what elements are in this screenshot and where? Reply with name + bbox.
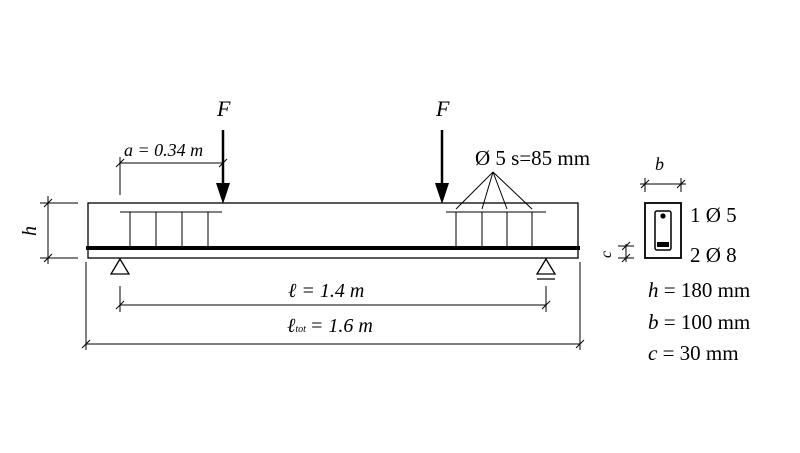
stirrup-label: Ø 5 s=85 mm — [475, 146, 590, 170]
dim-b-label: b — [655, 154, 664, 174]
pin-support-left — [109, 257, 131, 275]
dim-h-line — [40, 196, 78, 264]
load-label-left: F — [216, 96, 231, 121]
bottom-bars-label: 2 Ø 8 — [690, 243, 737, 267]
dim-total-symbol: ℓ — [287, 315, 296, 337]
b-value-label: b = 100 mm — [648, 310, 750, 334]
dim-c-label: c — [598, 251, 615, 258]
top-bar — [660, 213, 666, 219]
dim-total-line — [81, 262, 585, 350]
load-arrow-left — [216, 130, 230, 204]
bottom-rebar — [86, 246, 580, 250]
dim-c-line — [618, 241, 634, 263]
b-value-text: = 100 mm — [659, 310, 751, 334]
c-value-text: = 30 mm — [657, 341, 738, 365]
cross-section — [644, 202, 682, 259]
dim-b-line — [640, 178, 686, 192]
stirrup-leaders — [455, 171, 533, 210]
load-arrow-right — [435, 130, 449, 204]
dim-h-label: h — [19, 226, 41, 236]
bottom-bars — [657, 242, 669, 247]
dim-total-sub: tot — [295, 324, 306, 335]
dim-span-line — [115, 286, 551, 312]
beam-outline — [87, 202, 579, 259]
dim-a-line — [115, 157, 228, 195]
dim-span-label: ℓ = 1.4 m — [288, 280, 364, 302]
section-outline — [644, 202, 682, 259]
roller-support-right — [535, 257, 557, 280]
dim-total-label: ℓtot = 1.6 m — [287, 315, 373, 337]
h-value-text: = 180 mm — [659, 278, 751, 302]
section-stirrup — [654, 210, 672, 251]
load-label-right: F — [435, 96, 450, 121]
h-value-label: h = 180 mm — [648, 278, 750, 302]
left-stirrups — [120, 211, 222, 248]
right-stirrups — [446, 211, 546, 248]
dim-total-value: = 1.6 m — [310, 315, 373, 337]
dim-a-label: a = 0.34 m — [124, 140, 203, 160]
c-value-label: c = 30 mm — [648, 341, 739, 365]
top-bars-label: 1 Ø 5 — [690, 203, 737, 227]
